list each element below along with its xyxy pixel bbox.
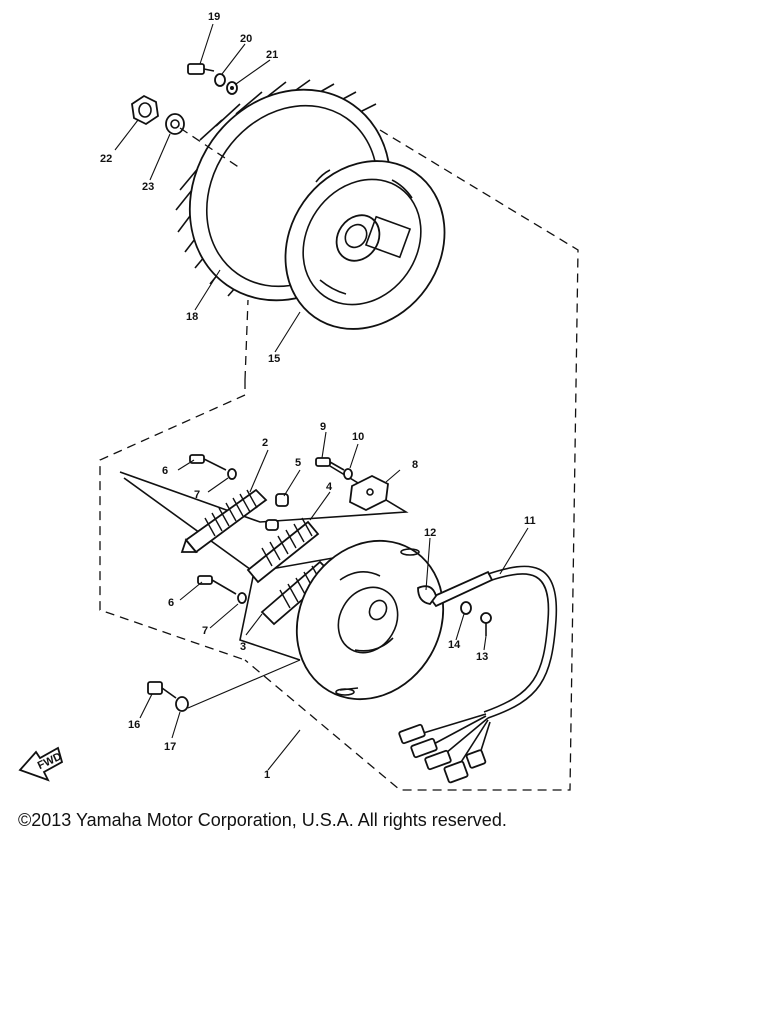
callout-6b: 6 <box>168 597 174 609</box>
callout-9: 9 <box>320 421 326 433</box>
callout-5: 5 <box>295 457 301 469</box>
callout-21: 21 <box>266 49 278 61</box>
wire-harness <box>398 565 558 784</box>
fwd-arrow-icon: FWD <box>18 746 64 782</box>
callout-labels: 1 2 3 4 5 6 6 7 7 8 9 10 11 12 13 14 15 … <box>100 11 536 781</box>
flywheel-nut-washer <box>131 94 241 169</box>
harness-screw-set <box>460 601 492 636</box>
callout-13: 13 <box>476 651 488 663</box>
callout-7a: 7 <box>194 489 200 501</box>
pickup-assembly <box>315 457 389 512</box>
coil-screws <box>189 454 247 604</box>
callout-10: 10 <box>352 431 364 443</box>
callout-15: 15 <box>268 353 280 365</box>
callout-22: 22 <box>100 153 112 165</box>
charge-coil-4 <box>246 517 320 584</box>
callout-20: 20 <box>240 33 252 45</box>
copyright-notice: ©2013 Yamaha Motor Corporation, U.S.A. A… <box>18 810 507 830</box>
callout-16: 16 <box>128 719 140 731</box>
callout-6a: 6 <box>162 465 168 477</box>
stator-screw-set <box>147 659 301 712</box>
callout-19: 19 <box>208 11 220 23</box>
callout-18: 18 <box>186 311 198 323</box>
callout-1: 1 <box>264 769 270 781</box>
spacer-5 <box>265 493 289 531</box>
callout-12: 12 <box>424 527 436 539</box>
callout-2: 2 <box>262 437 268 449</box>
leader-lines <box>114 23 529 771</box>
callout-7b: 7 <box>202 625 208 637</box>
callout-8: 8 <box>412 459 418 471</box>
flywheel-rotor <box>175 79 446 330</box>
source-coil-2 <box>180 488 268 554</box>
callout-11: 11 <box>524 515 536 527</box>
flywheel-screw-set <box>187 63 238 95</box>
callout-14: 14 <box>448 639 461 651</box>
callout-3: 3 <box>240 641 246 653</box>
callout-23: 23 <box>142 181 154 193</box>
assembly-boundary <box>99 129 579 791</box>
callout-17: 17 <box>164 741 176 753</box>
stator-plate <box>295 539 445 701</box>
callout-4: 4 <box>326 481 333 493</box>
parts-diagram: FWD 1 2 3 4 5 6 6 7 <box>18 11 579 791</box>
